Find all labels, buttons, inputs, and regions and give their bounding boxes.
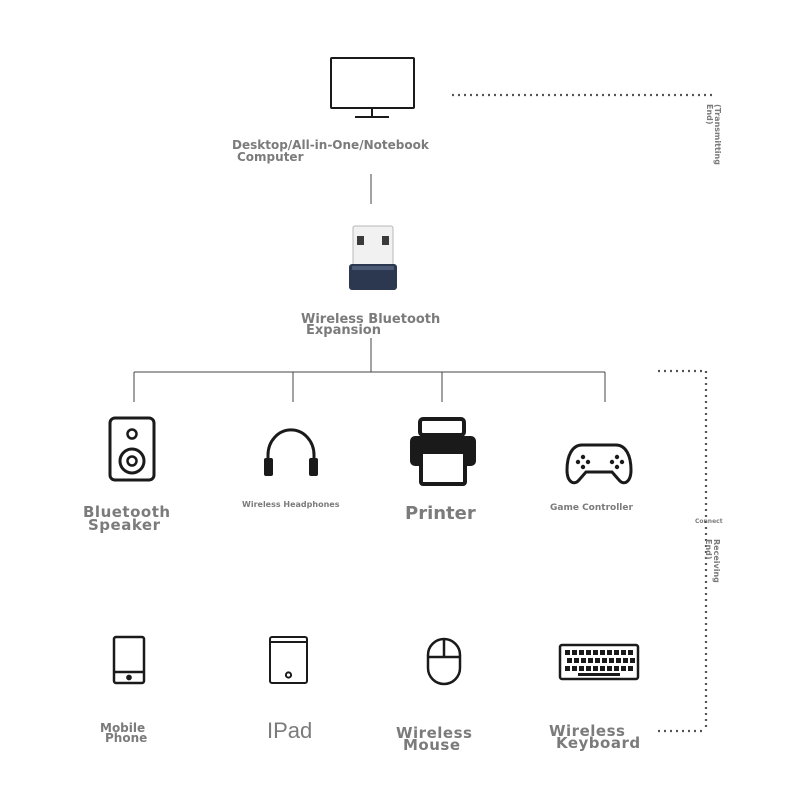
keyboard-key <box>579 650 584 655</box>
printer-icon <box>410 417 476 486</box>
keyboard-label-line2: Keyboard <box>556 734 641 752</box>
keyboard-key <box>607 666 612 671</box>
keyboard-key <box>572 666 577 671</box>
keyboard-key <box>593 650 598 655</box>
computer-label: Desktop/All-in-One/Notebook Computer <box>232 139 429 163</box>
keyboard-key <box>602 658 607 663</box>
keyboard-key <box>579 666 584 671</box>
printer-label: Printer <box>405 503 476 524</box>
gamepad-icon <box>565 443 633 485</box>
transmitting-end-label: (Transmitting End) <box>705 104 722 165</box>
keyboard-key <box>616 658 621 663</box>
connect-label: Connect <box>695 518 723 525</box>
keyboard-key <box>628 666 633 671</box>
speaker-label-line2: Speaker <box>88 516 161 534</box>
keyboard-key <box>588 658 593 663</box>
keyboard-key <box>614 666 619 671</box>
keyboard-key <box>600 666 605 671</box>
receiving-label-line2: End) <box>704 539 713 560</box>
computer-label-line1: Desktop/All-in-One/Notebook <box>232 138 429 152</box>
mouse-label: Wireless Mouse <box>396 726 472 753</box>
transmitting-label-line1: (Transmitting <box>713 104 722 165</box>
keyboard-label: Wireless Keyboard <box>549 724 641 751</box>
mobile-phone-label: Mobile Phone <box>100 722 147 744</box>
mobile-phone-label-line1: Mobile <box>100 721 146 735</box>
adapter-label-line1: Wireless Bluetooth <box>301 312 441 327</box>
speaker-icon <box>108 416 156 482</box>
headphones-label: Wireless Headphones <box>242 500 340 509</box>
usb-adapter-icon <box>349 225 397 290</box>
keyboard-key <box>565 666 570 671</box>
keyboard-key <box>609 658 614 663</box>
keyboard-key <box>621 666 626 671</box>
keyboard-key <box>586 650 591 655</box>
mouse-icon <box>426 637 462 686</box>
keyboard-key <box>593 666 598 671</box>
keyboard-key <box>623 658 628 663</box>
keyboard-icon <box>558 643 640 681</box>
ipad-label: IPad <box>267 718 313 743</box>
keyboard-key <box>607 650 612 655</box>
mouse-label-line2: Mouse <box>403 736 461 754</box>
keyboard-key <box>600 650 605 655</box>
computer-label-line2: Computer <box>237 150 304 164</box>
adapter-label-line2: Expansion <box>306 323 381 338</box>
tablet-phone-icon <box>112 635 146 685</box>
ipad-icon <box>269 636 308 684</box>
connector-lines <box>133 174 606 402</box>
mouse-label-line1: Wireless <box>396 724 473 742</box>
keyboard-spacebar <box>578 673 620 676</box>
keyboard-label-line1: Wireless <box>549 722 626 740</box>
headphones-icon <box>264 428 318 476</box>
keyboard-key <box>621 650 626 655</box>
adapter-label: Wireless Bluetooth Expansion <box>301 313 440 337</box>
receiving-dotted-bracket <box>658 369 708 733</box>
keyboard-key <box>628 650 633 655</box>
keyboard-key <box>630 658 635 663</box>
keyboard-key <box>567 658 572 663</box>
mobile-phone-label-line2: Phone <box>105 731 148 745</box>
keyboard-key <box>581 658 586 663</box>
keyboard-key <box>572 650 577 655</box>
keyboard-key <box>614 650 619 655</box>
speaker-label-line1: Bluetooth <box>83 503 171 521</box>
speaker-label: Bluetooth Speaker <box>83 505 171 533</box>
receiving-end-label: Receiving End) <box>704 539 721 583</box>
receiving-label-line1: Receiving <box>712 539 721 583</box>
controller-label: Game Controller <box>550 503 633 513</box>
keyboard-key <box>595 658 600 663</box>
keyboard-key <box>586 666 591 671</box>
keyboard-key <box>565 650 570 655</box>
transmitting-label-line2: End) <box>705 104 714 125</box>
monitor-icon <box>330 57 415 118</box>
keyboard-key <box>574 658 579 663</box>
